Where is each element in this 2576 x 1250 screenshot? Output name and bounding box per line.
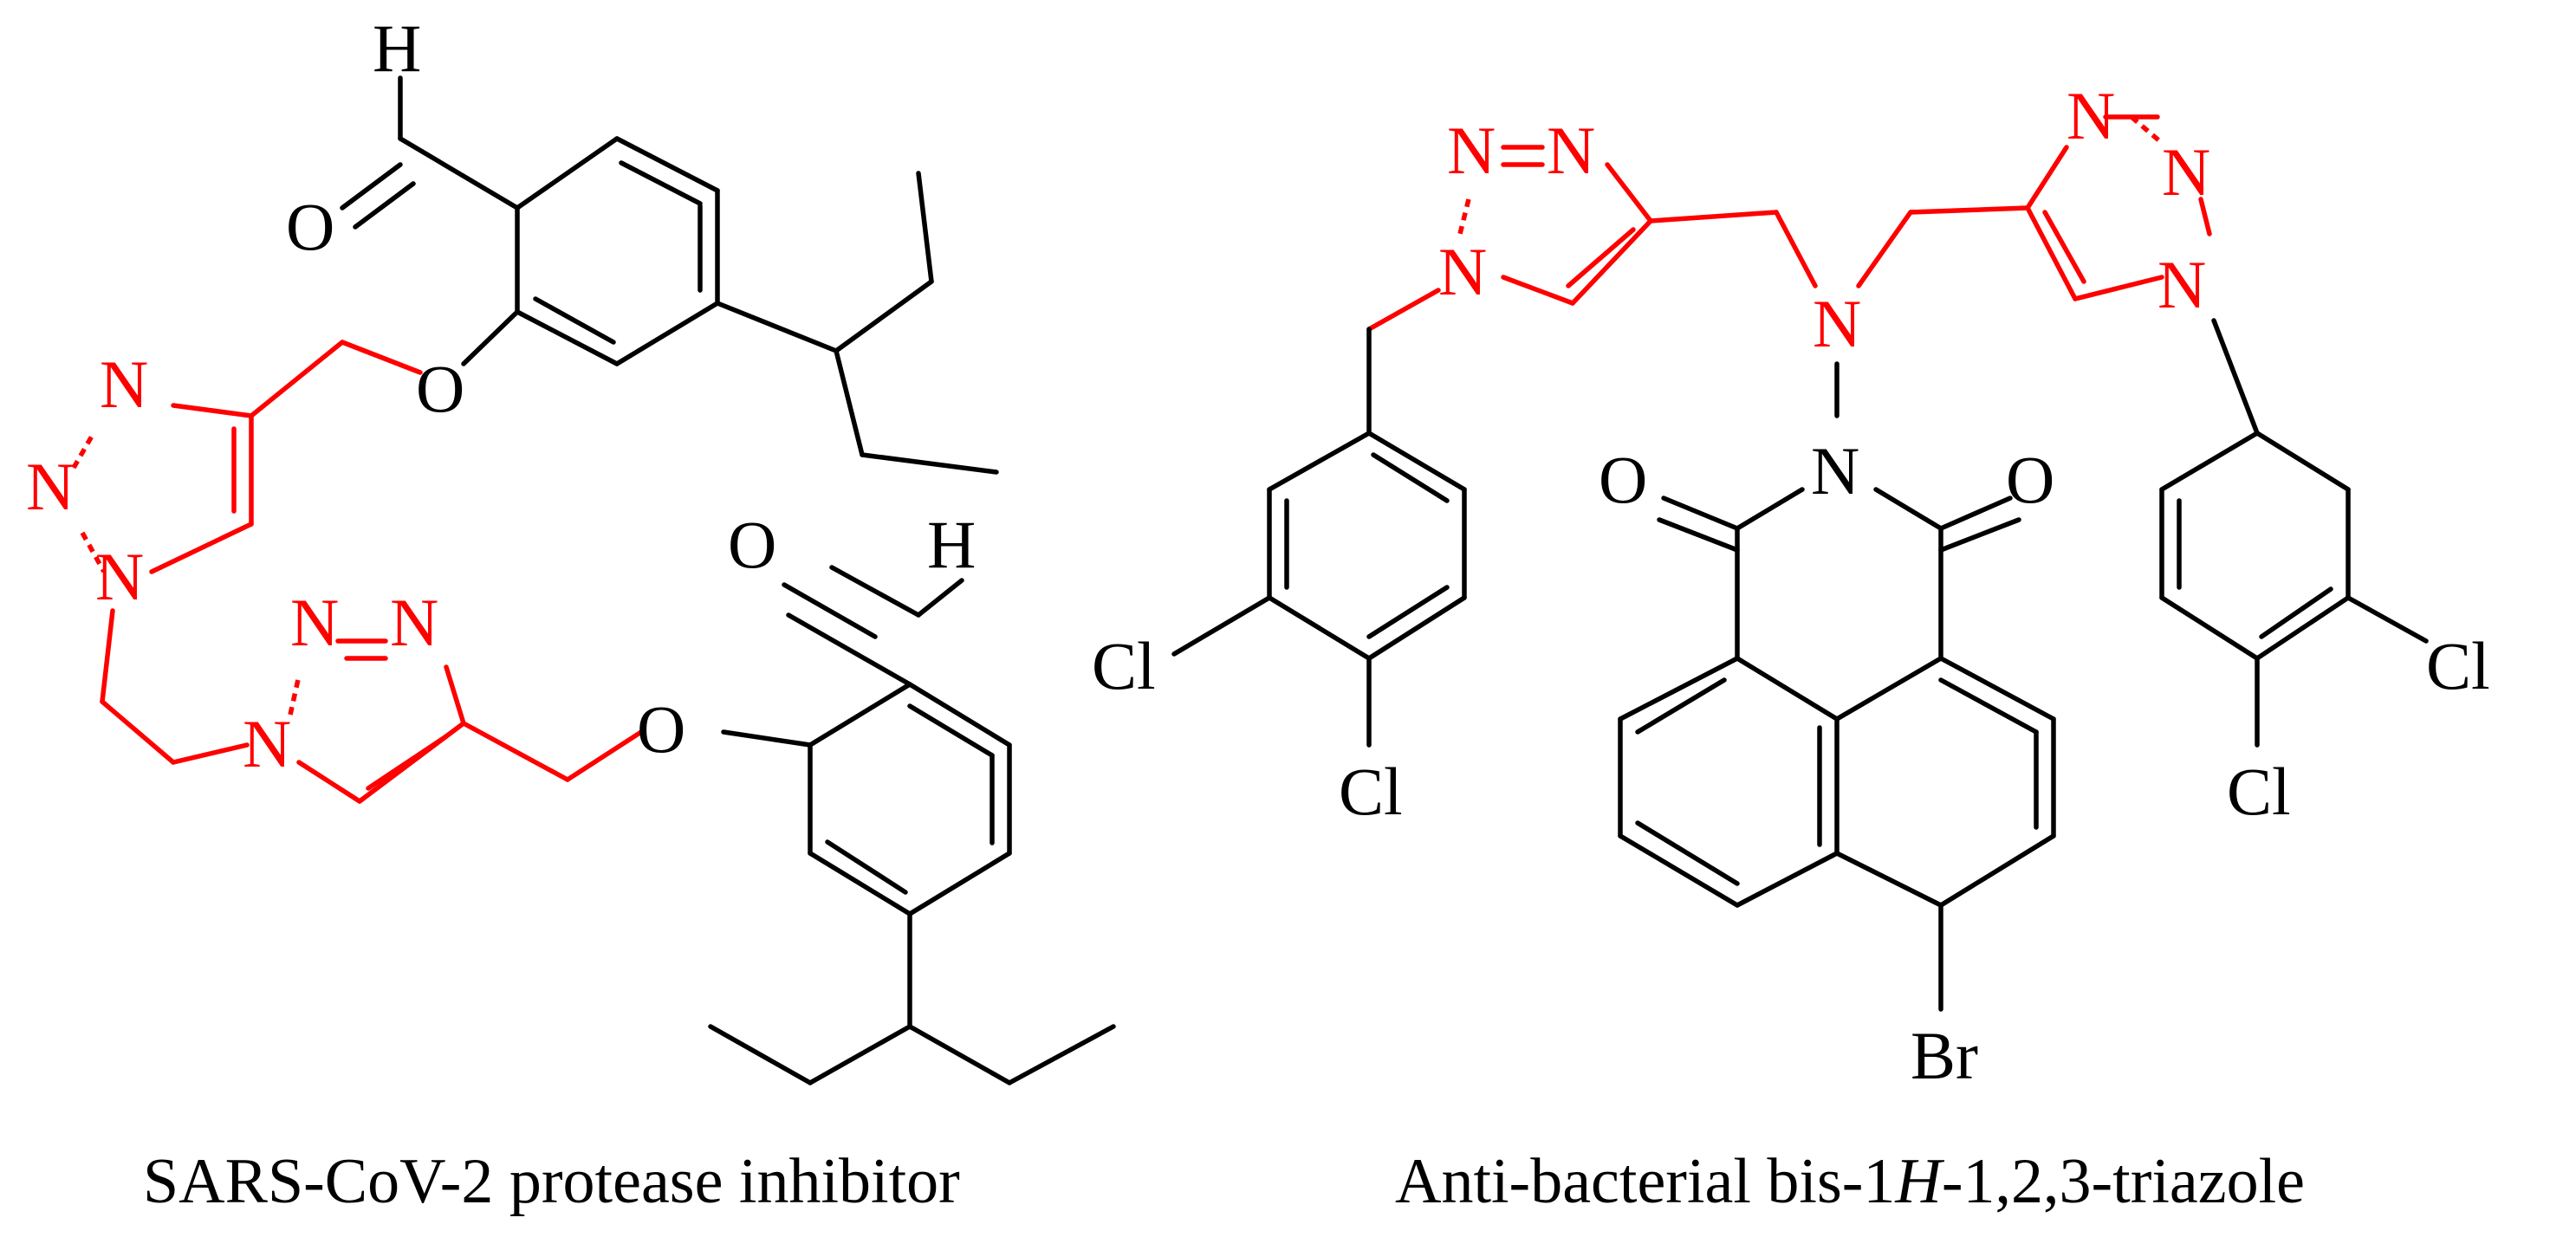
- atom-br: Br: [1911, 1018, 1978, 1093]
- atom-o-aldehyde-1: O: [286, 189, 334, 264]
- atom-n-triazole-1c: N: [95, 539, 144, 614]
- caption-right-part-3: -1,2,3-triazole: [1942, 1146, 2305, 1217]
- atom-n-left-triazole-b: N: [1547, 113, 1595, 188]
- left-atom-labels: H O O N N N N N N O O H: [26, 10, 976, 781]
- atom-n-triazole-1b: N: [26, 449, 75, 524]
- atom-h-aldehyde-2: H: [927, 507, 976, 582]
- right-atom-labels: N N N N N N N N O O Cl Cl Cl Cl Br: [1092, 78, 2490, 1093]
- right-red-bonds: [1366, 114, 2212, 332]
- atom-n-right-triazole-c: N: [2157, 247, 2206, 322]
- caption-right-part-1: Anti-bacterial bis-1: [1395, 1146, 1895, 1217]
- atom-n-triazole-1a: N: [100, 347, 148, 422]
- atom-n-left-triazole-a: N: [1447, 113, 1496, 188]
- atom-cl-left-para: Cl: [1339, 754, 1403, 829]
- atom-o-ether-2: O: [637, 691, 685, 767]
- atom-n-triazole-2c: N: [243, 706, 291, 781]
- atom-n-triazole-2b: N: [390, 585, 438, 660]
- atom-cl-right-meta: Cl: [2426, 628, 2490, 703]
- atom-o-aldehyde-2: O: [728, 507, 776, 582]
- atom-o-ether-1: O: [416, 351, 464, 426]
- atom-n-right-triazole-b: N: [2162, 134, 2210, 210]
- atom-n-imide: N: [1811, 433, 1859, 508]
- left-molecule: H O O N N N N N N O O H SARS-CoV-2 prote…: [26, 10, 1116, 1217]
- caption-left: SARS-CoV-2 protease inhibitor: [143, 1146, 960, 1217]
- atom-n-triazole-2a: N: [290, 585, 339, 660]
- atom-n-right-triazole-a: N: [2067, 78, 2115, 153]
- atom-n-amine: N: [1813, 286, 1861, 361]
- right-molecule: N N N N N N N N O O Cl Cl Cl Cl Br Anti-…: [1092, 78, 2490, 1217]
- atom-cl-right-para: Cl: [2227, 754, 2291, 829]
- atom-o-imide-left: O: [1599, 442, 1647, 517]
- atom-h-aldehyde-1: H: [373, 10, 421, 86]
- left-red-bonds: [71, 340, 644, 804]
- left-black-bonds: [340, 75, 1116, 1085]
- right-black-bonds: [1171, 318, 2429, 1012]
- caption-right-italic-h: H: [1894, 1146, 1944, 1217]
- atom-o-imide-right: O: [2006, 442, 2054, 517]
- atom-n-left-triazole-c: N: [1438, 234, 1487, 309]
- caption-right: Anti-bacterial bis-1H-1,2,3-triazole: [1395, 1146, 2305, 1217]
- atom-cl-left-meta: Cl: [1092, 628, 1156, 703]
